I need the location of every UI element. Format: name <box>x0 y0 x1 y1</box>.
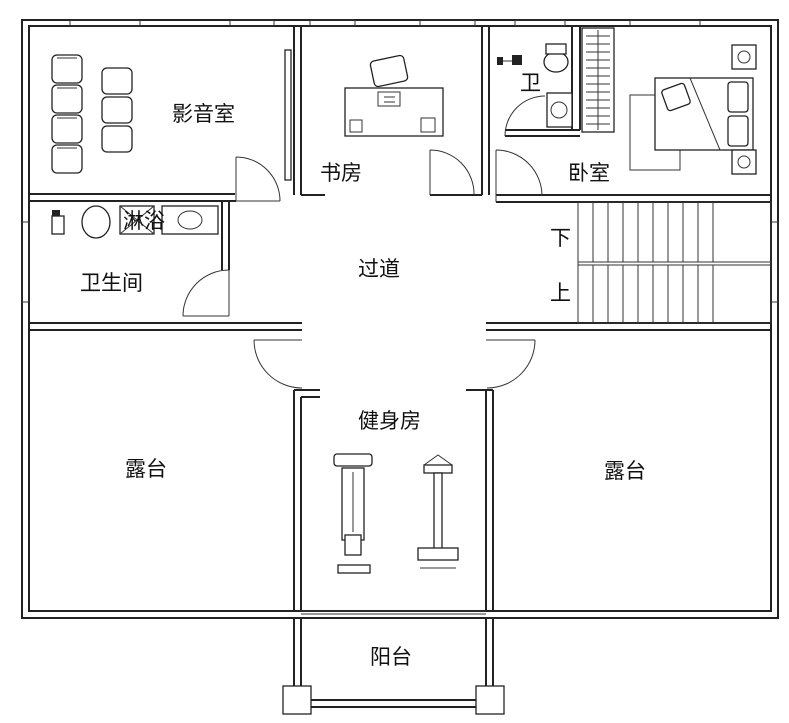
theater-sliding-door <box>284 49 292 181</box>
room-label-study: 书房 <box>320 161 362 185</box>
room-label-bedroom: 卧室 <box>568 161 610 185</box>
shower-tag: 淋浴 <box>123 209 165 233</box>
room-label-theater: 影音室 <box>172 102 235 126</box>
wardrobe <box>581 27 615 133</box>
room-label-terrace-right: 露台 <box>604 459 646 483</box>
room-label-bathroom: 卫生间 <box>80 271 143 295</box>
doors <box>182 95 546 389</box>
bathroom-fixtures <box>51 205 219 239</box>
room-label-corridor: 过道 <box>358 257 400 281</box>
gym-equipment <box>333 453 459 574</box>
interior-walls <box>29 26 771 611</box>
top-windows <box>69 19 701 27</box>
theater-seats <box>51 54 133 174</box>
study-desk <box>344 54 444 137</box>
staircase <box>577 201 772 324</box>
room-label-terrace-left: 露台 <box>125 457 167 481</box>
stair-label-up: 上 <box>550 281 571 305</box>
toilet-fixtures <box>497 43 573 128</box>
room-label-balcony: 阳台 <box>370 645 412 669</box>
bed <box>629 44 757 175</box>
room-label-toilet: 卫 <box>520 71 541 95</box>
balcony-walls <box>282 610 505 715</box>
room-label-gym: 健身房 <box>358 409 421 433</box>
stair-label-down: 下 <box>550 226 571 250</box>
